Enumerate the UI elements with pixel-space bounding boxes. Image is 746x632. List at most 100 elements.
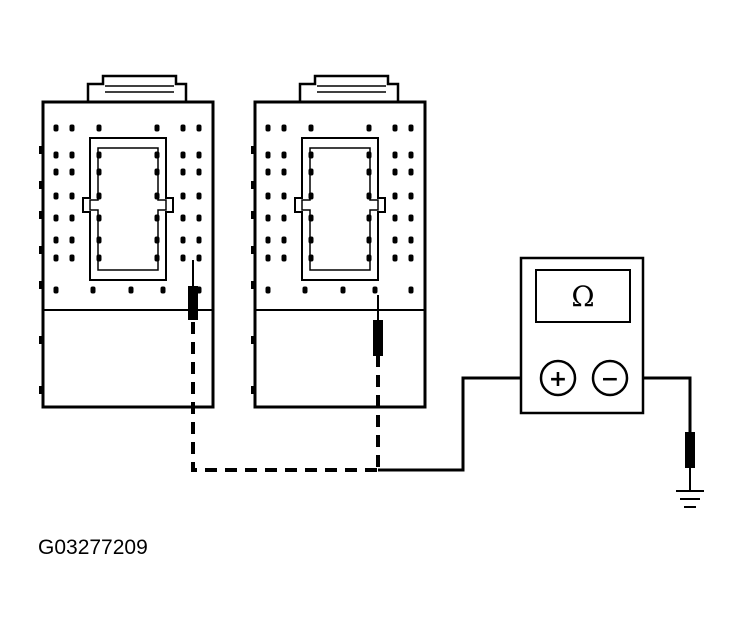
connector-pin [281,236,287,244]
connector-pin [281,151,287,159]
connector-pin [53,236,59,244]
connector-b [251,74,427,409]
connector-pin [154,168,160,176]
edge-tab [251,146,256,154]
key-slot-inner [301,147,379,271]
ground-symbol [676,490,704,508]
key-slot [82,137,174,281]
connector-pin [180,254,186,262]
connector-pin [265,236,271,244]
key-slot-inner [89,147,167,271]
connector-pin [392,236,398,244]
multimeter: Ω + − [519,256,645,415]
connector-pin [53,151,59,159]
wire-to-meter-positive [378,376,541,472]
figure-id: G03277209 [38,536,148,559]
connector-pin [196,168,202,176]
connector-pin [302,286,308,294]
connector-pin [96,168,102,176]
connector-pin [408,151,414,159]
connector-pin [392,124,398,132]
connector-pin [196,214,202,222]
connector-pin [265,214,271,222]
connector-pin [154,124,160,132]
meter-positive-terminal [539,359,577,397]
connector-pin [308,192,314,200]
connector-pin [366,214,372,222]
connector-pin [53,214,59,222]
wire-to-ground [628,376,692,432]
meter-negative-terminal [591,359,629,397]
connector-pin [96,192,102,200]
connector-pin [265,168,271,176]
connector-pin [154,236,160,244]
connector-pin [196,254,202,262]
connector-pin [196,124,202,132]
edge-tab [251,281,256,289]
connector-pin [180,168,186,176]
connector-pin [196,151,202,159]
connector-pin [265,124,271,132]
connector-pin [308,168,314,176]
connector-pin [180,192,186,200]
edge-tab [251,181,256,189]
connector-pin [69,168,75,176]
connector-pin [69,151,75,159]
probe-connector-b [373,295,383,356]
connector-pin [408,192,414,200]
connector-pin [308,124,314,132]
connector-pin [408,236,414,244]
edge-tab [39,386,44,394]
probe-ground [685,432,695,490]
connector-pin [69,236,75,244]
connector-pin [281,124,287,132]
connector-pin [180,124,186,132]
connector-pin [308,236,314,244]
plus-sign: + [549,367,567,392]
connector-a [39,74,215,409]
connector-pin [408,124,414,132]
connector-pin [96,236,102,244]
meter-display [535,269,631,323]
key-slot [294,137,386,281]
connector-pin [281,214,287,222]
connector-pin [392,254,398,262]
connector-pin [160,286,166,294]
edge-tab [39,181,44,189]
connector-pin [392,192,398,200]
edge-tab [39,281,44,289]
connector-pin [340,286,346,294]
connector-pin [69,124,75,132]
connector-pin [180,151,186,159]
connector-pin [53,192,59,200]
connector-pin [408,286,414,294]
connector-pin [53,124,59,132]
connector-pin [53,168,59,176]
connector-handle [298,74,400,102]
connector-pin [69,192,75,200]
connector-pin [281,168,287,176]
connector-pin [392,168,398,176]
connector-pin [96,124,102,132]
edge-tab [39,336,44,344]
connector-pin [372,286,378,294]
edge-tab [251,386,256,394]
edge-tab [39,146,44,154]
connector-pin [281,192,287,200]
edge-tab [251,211,256,219]
connector-pin [154,151,160,159]
edge-tab [39,246,44,254]
connector-pin [408,168,414,176]
connector-pin [392,151,398,159]
connector-handle [86,74,188,102]
connector-pin [265,151,271,159]
connector-pin [53,286,59,294]
connector-pin [366,124,372,132]
connector-pin [366,236,372,244]
edge-tab [39,211,44,219]
dashed-wire-connector-a [191,322,378,472]
connector-pin [154,192,160,200]
connector-pin [265,286,271,294]
connector-pin [308,254,314,262]
connector-pin [196,236,202,244]
